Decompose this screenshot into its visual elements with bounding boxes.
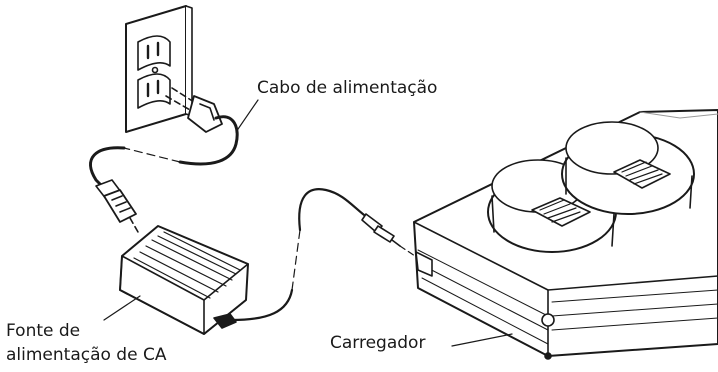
ac-adapter-label-line2: alimentação de CA xyxy=(6,345,167,365)
power-cable xyxy=(89,87,239,233)
leader-charger xyxy=(451,333,513,347)
dc-cable xyxy=(230,188,431,322)
ac-adapter xyxy=(119,225,249,335)
leader-power-cable xyxy=(235,99,259,133)
wall-outlet xyxy=(125,5,193,133)
power-cable-label: Cabo de alimentação xyxy=(257,78,438,98)
leader-ac-adapter xyxy=(103,295,141,321)
charger-label: Carregador xyxy=(330,333,426,353)
ac-adapter-label-line1: Fonte de xyxy=(6,321,81,341)
charger-pod-right xyxy=(561,121,695,215)
